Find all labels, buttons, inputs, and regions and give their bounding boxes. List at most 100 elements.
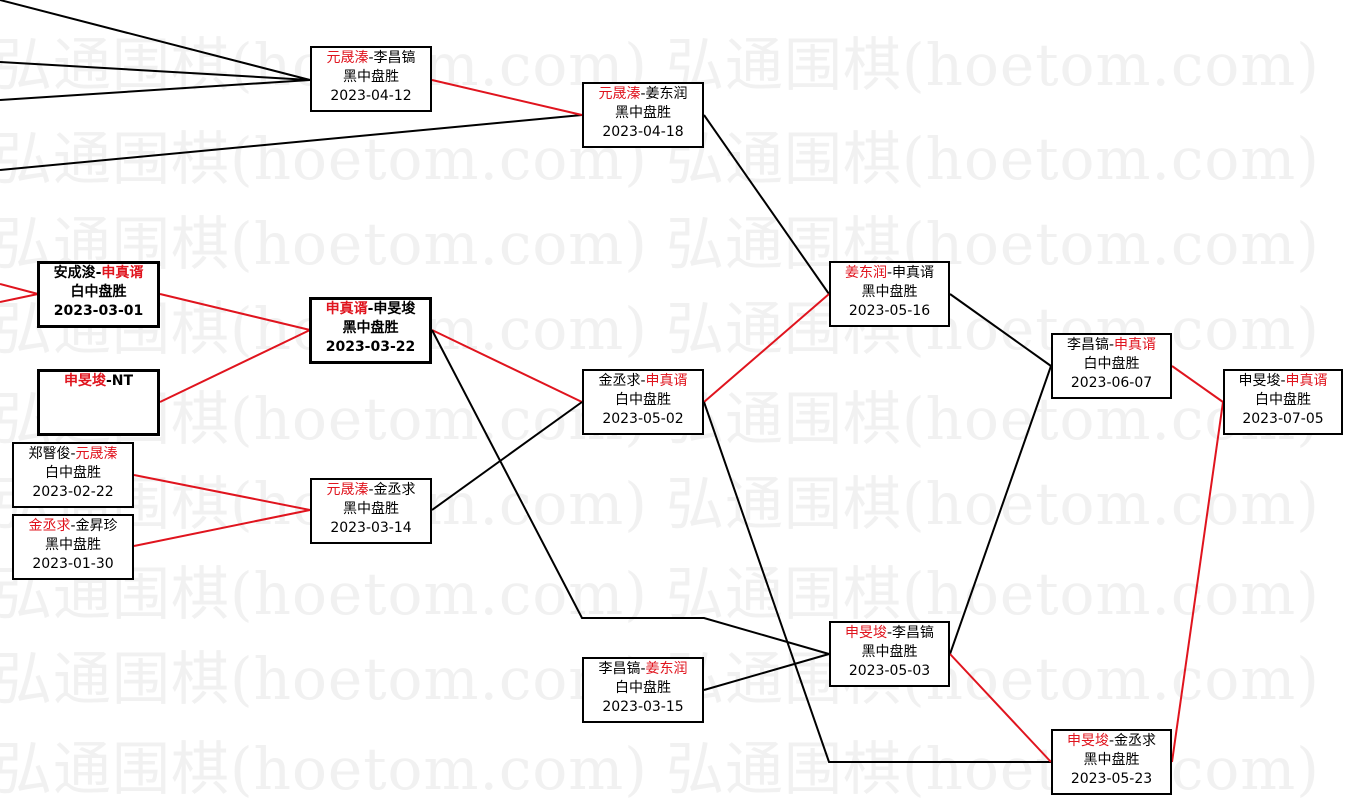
connector-line [133, 474, 311, 511]
connector-line [431, 79, 583, 116]
game-date: 2023-03-15 [602, 699, 684, 715]
game-box-2023-03-15[interactable]: 李昌镐-姜东润 白中盘胜 2023-03-15 [582, 657, 704, 723]
connector-line [159, 293, 311, 331]
game-box-2023-04-12[interactable]: 元晟溱-李昌镐 黑中盘胜 2023-04-12 [310, 46, 432, 112]
connector-line [0, 114, 583, 171]
game-result: 黑中盘胜 [615, 105, 671, 121]
game-players: 金丞求-金昇珍 [28, 518, 118, 534]
game-box-2023-05-16[interactable]: 姜东润-申真谞 黑中盘胜 2023-05-16 [829, 261, 950, 327]
connector-line [1171, 401, 1224, 763]
player-black: 申旻埈 [1066, 733, 1109, 749]
player-white: NT [111, 373, 134, 389]
player-black: 李昌镐 [1066, 337, 1109, 353]
game-date: 2023-01-30 [32, 556, 114, 572]
game-box-2023-03-14[interactable]: 元晟溱-金丞求 黑中盘胜 2023-03-14 [310, 478, 432, 544]
game-result: 黑中盘胜 [861, 284, 918, 300]
game-box-2023-06-07[interactable]: 李昌镐-申真谞 白中盘胜 2023-06-07 [1051, 333, 1172, 399]
game-players: 姜东润-申真谞 [844, 265, 935, 281]
player-black: 元晟溱 [326, 482, 369, 498]
game-players: 申旻埈-申真谞 [1238, 373, 1328, 389]
player-white: 姜东润 [645, 86, 688, 102]
connector-line [431, 329, 583, 403]
game-result: 黑中盘胜 [45, 537, 101, 553]
player-white: 申真谞 [1114, 337, 1157, 353]
watermark-line: 弘通围棋(hoetom.com) [666, 560, 1320, 628]
game-players: 申旻埈-金丞求 [1066, 733, 1157, 749]
player-white: 申真谞 [1285, 373, 1328, 389]
player-black: 郑瞖俊 [28, 446, 71, 462]
player-black: 申旻埈 [63, 373, 106, 389]
game-players: 申真谞-申旻埈 [325, 301, 416, 317]
connector-line [0, 283, 39, 295]
connector-line [703, 114, 830, 295]
game-box-2023-04-18[interactable]: 元晟溱-姜东润 黑中盘胜 2023-04-18 [582, 82, 704, 148]
connector-line [431, 329, 830, 655]
game-result: 黑中盘胜 [1083, 752, 1140, 768]
player-white: 申真谞 [101, 265, 144, 281]
watermark-line: 弘通围棋(hoetom.com) [666, 210, 1320, 278]
game-box-2023-01-30[interactable]: 金丞求-金昇珍 黑中盘胜 2023-01-30 [12, 514, 134, 580]
player-black: 元晟溱 [598, 86, 641, 102]
game-date: 2023-07-05 [1242, 411, 1324, 427]
player-white: 金丞求 [373, 482, 416, 498]
connector-line [0, 293, 39, 303]
game-result: 白中盘胜 [1083, 356, 1140, 372]
player-black: 申真谞 [325, 301, 368, 317]
player-black: 姜东润 [844, 265, 887, 281]
game-players: 申旻埈-李昌镐 [844, 625, 935, 641]
connector-line [0, 61, 311, 81]
player-white: 申真谞 [645, 373, 688, 389]
game-result: 黑中盘胜 [343, 501, 399, 517]
player-white: 申旻埈 [373, 301, 416, 317]
game-result: 白中盘胜 [615, 680, 671, 696]
game-box-2023-05-23[interactable]: 申旻埈-金丞求 黑中盘胜 2023-05-23 [1051, 729, 1172, 795]
game-box-2023-05-02[interactable]: 金丞求-申真谞 白中盘胜 2023-05-02 [582, 369, 704, 435]
game-date: 2023-05-23 [1070, 771, 1153, 787]
watermark-line: 弘通围棋(hoetom.com) [0, 735, 648, 803]
game-date: 2023-04-12 [330, 88, 412, 104]
connector-line [949, 365, 1052, 655]
game-date: 2023-03-01 [53, 303, 144, 319]
player-black: 元晟溱 [326, 50, 369, 66]
game-result: 白中盘胜 [45, 465, 101, 481]
watermark-line: 弘通围棋(hoetom.com) [666, 385, 1320, 453]
game-date: 2023-05-03 [848, 663, 931, 679]
game-result: 黑中盘胜 [861, 644, 918, 660]
watermark-line: 弘通围棋(hoetom.com) [666, 31, 1320, 99]
player-black: 金丞求 [598, 373, 641, 389]
player-white: 元晟溱 [75, 446, 118, 462]
game-box-2023-07-05[interactable]: 申旻埈-申真谞 白中盘胜 2023-07-05 [1223, 369, 1343, 435]
connector-line [703, 653, 830, 691]
watermark-line: 弘通围棋(hoetom.com) [666, 295, 1320, 363]
game-box-2023-03-01[interactable]: 安成浚-申真谞 白中盘胜 2023-03-01 [37, 261, 160, 328]
player-white: 金丞求 [1114, 733, 1157, 749]
connector-line [703, 293, 830, 403]
player-black: 安成浚 [53, 265, 96, 281]
watermark-line: 弘通围棋(hoetom.com) [666, 470, 1320, 538]
watermark-line: 弘通围棋(hoetom.com) [666, 125, 1320, 193]
player-black: 金丞求 [28, 518, 71, 534]
game-result: 白中盘胜 [1255, 392, 1311, 408]
game-players: 郑瞖俊-元晟溱 [28, 446, 118, 462]
player-white: 李昌镐 [373, 50, 416, 66]
game-date: 2023-03-22 [325, 339, 416, 355]
connector-line [0, 0, 311, 81]
connector-line [949, 293, 1052, 367]
game-date: 2023-02-22 [32, 484, 114, 500]
game-result: 白中盘胜 [615, 392, 671, 408]
game-box-2023-02-22[interactable]: 郑瞖俊-元晟溱 白中盘胜 2023-02-22 [12, 442, 134, 508]
game-box-2023-05-03[interactable]: 申旻埈-李昌镐 黑中盘胜 2023-05-03 [829, 621, 950, 687]
game-players: 元晟溱-金丞求 [326, 482, 416, 498]
game-box-2023-03-22[interactable]: 申真谞-申旻埈 黑中盘胜 2023-03-22 [309, 297, 432, 364]
game-box-bye[interactable]: 申旻埈-NT [37, 369, 160, 436]
game-result: 白中盘胜 [70, 284, 127, 300]
game-players: 申旻埈-NT [63, 373, 134, 389]
game-date: 2023-05-02 [602, 411, 684, 427]
game-date: 2023-03-14 [330, 520, 412, 536]
player-black: 申旻埈 [1238, 373, 1281, 389]
watermark-line: 弘通围棋(hoetom.com) [666, 735, 1320, 803]
game-date: 2023-04-18 [602, 124, 684, 140]
player-black: 李昌镐 [598, 661, 641, 677]
game-players: 李昌镐-姜东润 [598, 661, 688, 677]
